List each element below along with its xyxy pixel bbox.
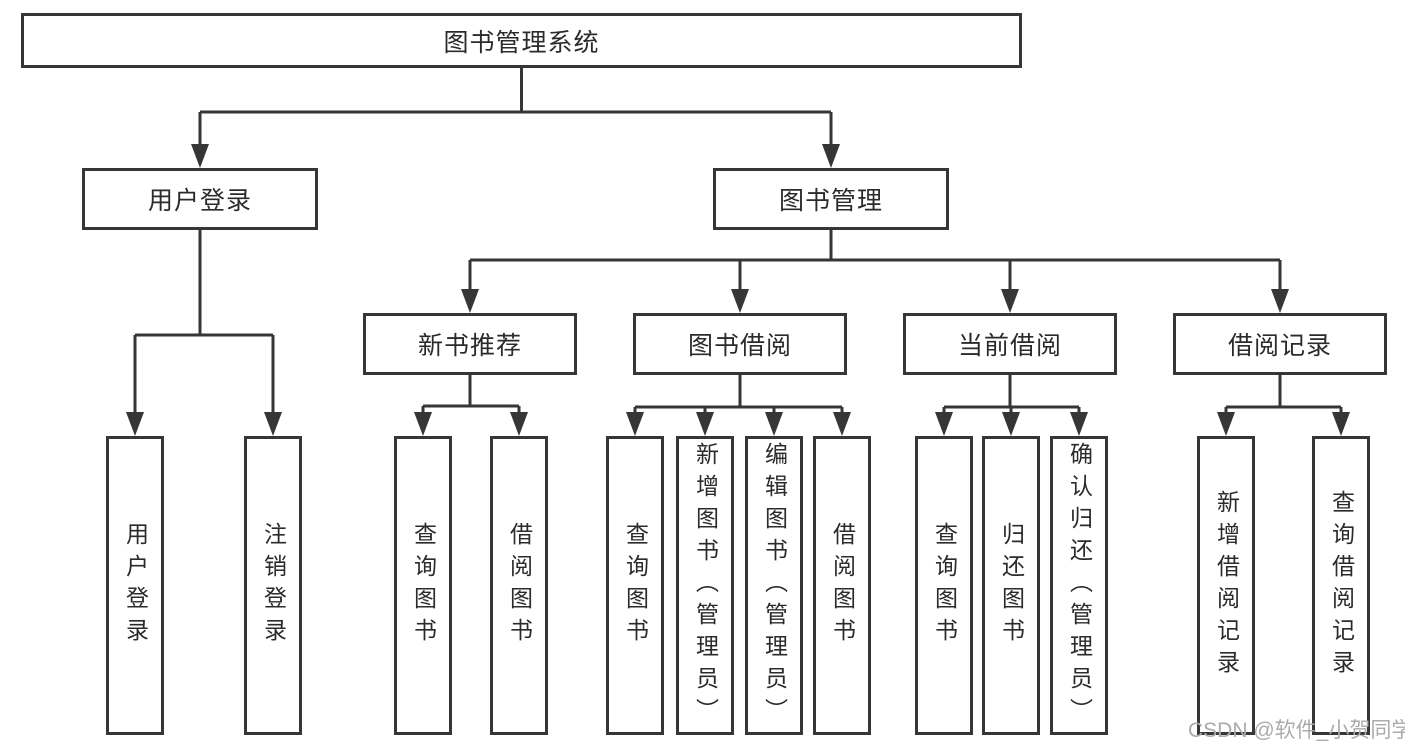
node-borrow-records: 借阅记录 <box>1173 313 1387 375</box>
node-user-login: 用户登录 <box>82 168 318 230</box>
node-label: 当前借阅 <box>957 332 1062 360</box>
leaf-label: 用户登录 <box>122 521 149 650</box>
leaf-borrow-edit-books-admin: 编辑图书（管理员） <box>745 436 803 735</box>
leaf-label: 查询图书 <box>410 521 437 650</box>
node-label: 用户登录 <box>147 187 252 215</box>
leaf-newrec-query-books: 查询图书 <box>394 436 452 735</box>
leaf-label: 新增借阅记录 <box>1213 489 1240 682</box>
leaf-label: 编辑图书（管理员） <box>761 441 788 730</box>
node-root-label: 图书管理系统 <box>443 28 600 57</box>
node-label: 图书管理 <box>778 187 883 215</box>
leaf-label: 查询图书 <box>622 521 649 650</box>
node-label: 借阅记录 <box>1227 332 1332 360</box>
node-root: 图书管理系统 <box>21 13 1022 68</box>
watermark-text: CSDN @软件_小贺同学 <box>1188 719 1405 742</box>
leaf-label: 查询借阅记录 <box>1328 489 1355 682</box>
leaf-records-query-record: 查询借阅记录 <box>1312 436 1370 735</box>
leaf-label: 确认归还（管理员） <box>1066 441 1093 730</box>
leaf-label: 新增图书（管理员） <box>692 441 719 730</box>
node-new-book-recommend: 新书推荐 <box>363 313 577 375</box>
leaf-label: 借阅图书 <box>506 521 533 650</box>
node-label: 新书推荐 <box>417 332 522 360</box>
node-book-borrow: 图书借阅 <box>633 313 847 375</box>
leaf-current-return-books: 归还图书 <box>982 436 1040 735</box>
node-book-management: 图书管理 <box>713 168 949 230</box>
leaf-label: 归还图书 <box>998 521 1025 650</box>
leaf-current-query-books: 查询图书 <box>915 436 973 735</box>
leaf-current-confirm-return-admin: 确认归还（管理员） <box>1050 436 1108 735</box>
leaf-newrec-borrow-books: 借阅图书 <box>490 436 548 735</box>
leaf-borrow-add-books-admin: 新增图书（管理员） <box>676 436 734 735</box>
leaf-logout-login: 注销登录 <box>244 436 302 735</box>
node-current-borrow: 当前借阅 <box>903 313 1117 375</box>
leaf-label: 查询图书 <box>931 521 958 650</box>
leaf-user-login: 用户登录 <box>106 436 164 735</box>
leaf-records-add-record: 新增借阅记录 <box>1197 436 1255 735</box>
node-label: 图书借阅 <box>687 332 792 360</box>
leaf-borrow-query-books: 查询图书 <box>606 436 664 735</box>
leaf-borrow-borrow-books: 借阅图书 <box>813 436 871 735</box>
leaf-label: 借阅图书 <box>829 521 856 650</box>
leaf-label: 注销登录 <box>260 521 287 650</box>
